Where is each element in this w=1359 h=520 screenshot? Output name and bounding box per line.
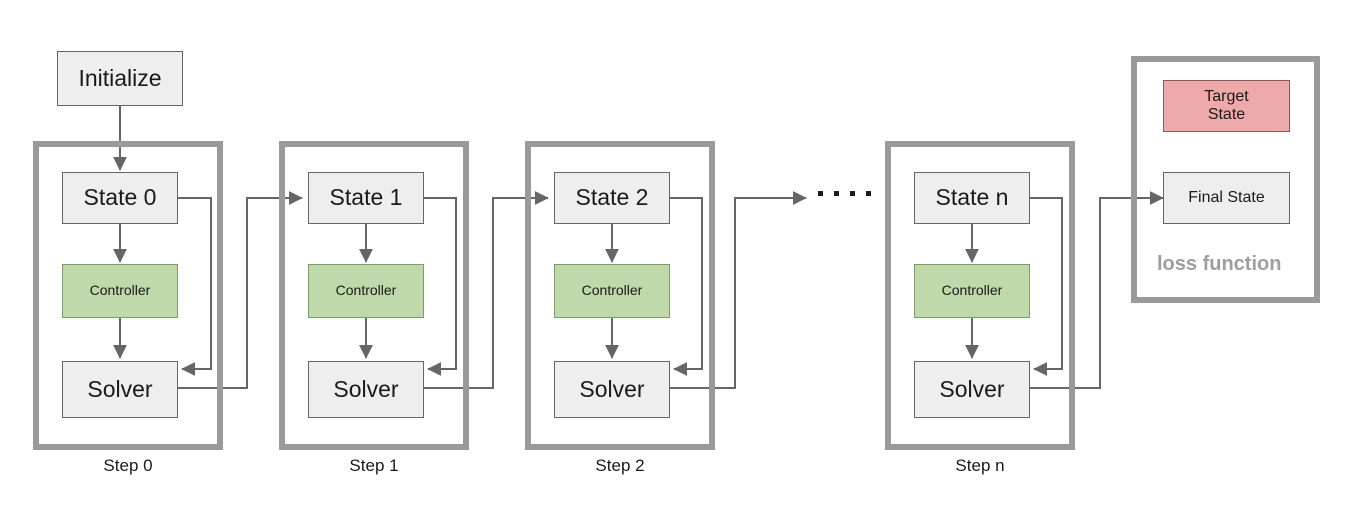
step-label-2: Step 2 xyxy=(525,456,715,476)
step-label-1: Step 1 xyxy=(279,456,469,476)
solver-label-1: Solver xyxy=(333,375,399,402)
final-state-box[interactable]: Final State xyxy=(1163,172,1290,224)
controller-box-1[interactable]: Controller xyxy=(308,264,424,318)
state-label-0: State 0 xyxy=(83,184,157,211)
state-box-1[interactable]: State 1 xyxy=(308,172,424,224)
ellipsis-dot xyxy=(866,191,871,196)
step-label-0: Step 0 xyxy=(33,456,223,476)
target-state-line-2: State xyxy=(1207,106,1246,123)
ellipsis-dot xyxy=(834,191,839,196)
loss-function-caption: loss function xyxy=(1157,253,1281,276)
state-label-2: State 2 xyxy=(575,184,649,211)
step-label-text-n: Step n xyxy=(955,456,1005,475)
state-box-0[interactable]: State 0 xyxy=(62,172,178,224)
controller-box-n[interactable]: Controller xyxy=(914,264,1030,318)
initialize-box[interactable]: Initialize xyxy=(57,51,183,106)
controller-box-0[interactable]: Controller xyxy=(62,264,178,318)
controller-label-0: Controller xyxy=(89,282,151,299)
solver-box-0[interactable]: Solver xyxy=(62,361,178,418)
initialize-label: Initialize xyxy=(78,64,162,91)
step-label-text-0: Step 0 xyxy=(103,456,153,475)
solver-label-n: Solver xyxy=(939,375,1005,402)
solver-box-2[interactable]: Solver xyxy=(554,361,670,418)
state-label-1: State 1 xyxy=(329,184,403,211)
solver-label-0: Solver xyxy=(87,375,153,402)
state-box-2[interactable]: State 2 xyxy=(554,172,670,224)
solver-label-2: Solver xyxy=(579,375,645,402)
step-label-n: Step n xyxy=(885,456,1075,476)
controller-label-2: Controller xyxy=(581,282,643,299)
state-box-n[interactable]: State n xyxy=(914,172,1030,224)
loss-function-caption-text: loss function xyxy=(1157,253,1282,275)
controller-box-2[interactable]: Controller xyxy=(554,264,670,318)
state-label-n: State n xyxy=(935,184,1009,211)
loss-function-frame[interactable] xyxy=(1131,56,1320,303)
final-state-label: Final State xyxy=(1188,189,1265,207)
controller-label-1: Controller xyxy=(335,282,397,299)
controller-label-n: Controller xyxy=(941,282,1003,299)
solver-box-n[interactable]: Solver xyxy=(914,361,1030,418)
ellipsis-dot xyxy=(818,191,823,196)
step-label-text-2: Step 2 xyxy=(595,456,645,475)
target-state-line-1: Target xyxy=(1204,88,1249,106)
step-label-text-1: Step 1 xyxy=(349,456,399,475)
ellipsis-dot xyxy=(850,191,855,196)
target-state-box[interactable]: Target State xyxy=(1163,80,1290,132)
ellipsis-dots xyxy=(818,191,871,196)
solver-box-1[interactable]: Solver xyxy=(308,361,424,418)
